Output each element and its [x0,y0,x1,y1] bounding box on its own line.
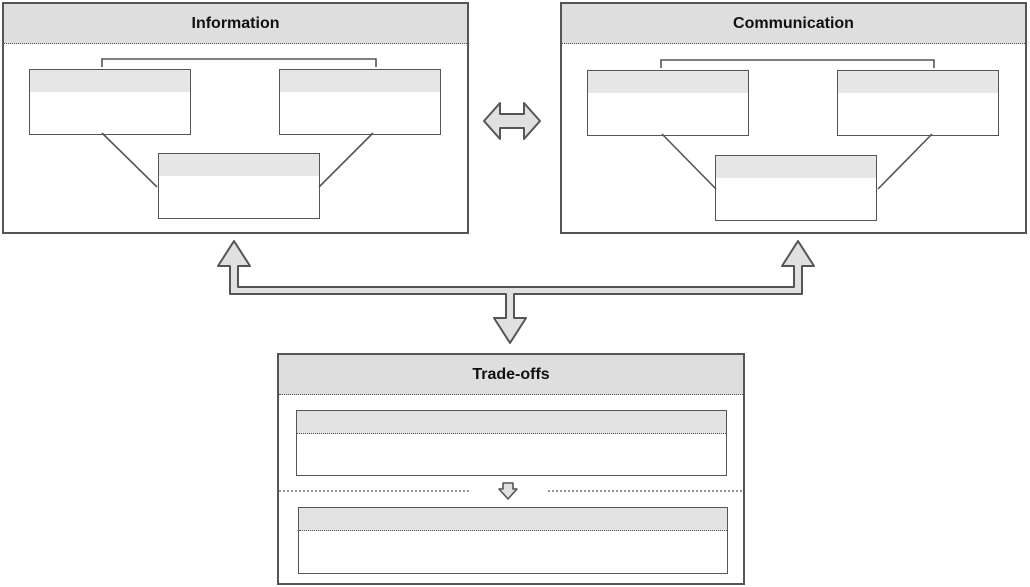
feedback-connector-arrow [217,240,815,344]
tradeoffs-box-bottom [298,507,728,574]
information-box-left [29,69,191,135]
communication-box-bottom [715,155,877,221]
tradeoffs-box-top [296,410,727,476]
information-box-right [279,69,441,135]
communication-box-right [837,70,999,136]
tradeoffs-panel: Trade-offs [277,353,745,585]
information-box-bottom [158,153,320,219]
tradeoffs-panel-title: Trade-offs [279,355,743,395]
information-panel-title: Information [4,4,467,44]
communication-panel-title: Communication [562,4,1025,44]
information-panel: Information [2,2,469,234]
bidirectional-arrow-icon [483,102,541,140]
communication-box-left [587,70,749,136]
communication-panel: Communication [560,2,1027,234]
